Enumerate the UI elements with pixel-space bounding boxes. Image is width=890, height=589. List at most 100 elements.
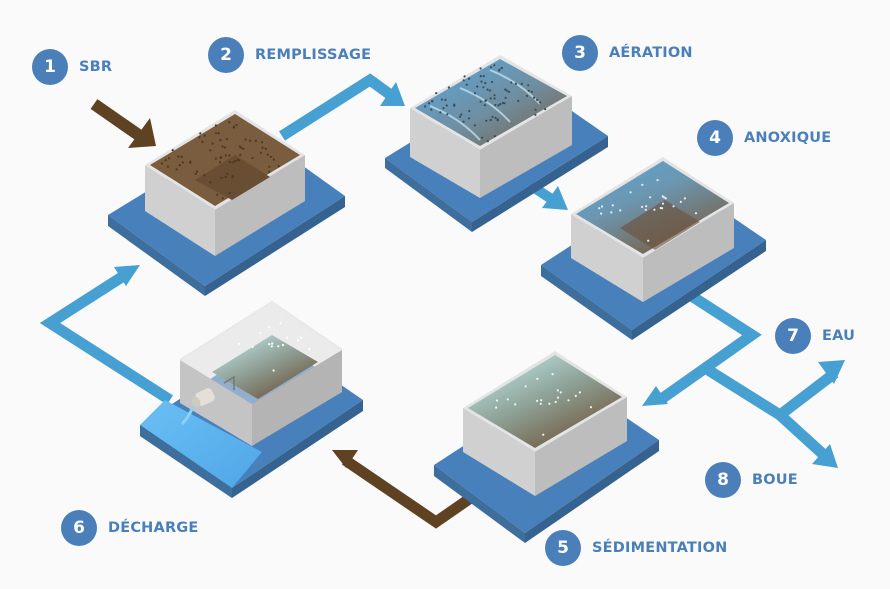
particle [463, 75, 466, 78]
particle [224, 154, 227, 157]
particle [610, 211, 613, 214]
step-7-text: EAU [822, 328, 856, 344]
particle [177, 155, 180, 158]
particle [445, 104, 448, 107]
particle [219, 156, 223, 159]
particle [254, 139, 257, 142]
particle [600, 212, 603, 215]
particle [527, 84, 530, 87]
particle [272, 369, 275, 372]
particle [308, 348, 311, 351]
particle [279, 322, 282, 325]
particle [598, 207, 601, 210]
particle [611, 204, 614, 207]
particle [503, 102, 506, 105]
particle [489, 118, 492, 122]
particle [201, 140, 204, 143]
anoxic-tank [541, 157, 766, 340]
step-4-text: ANOXIQUE [744, 130, 832, 146]
particle [504, 88, 507, 91]
particle [238, 145, 241, 148]
particle [482, 86, 485, 89]
particle [493, 64, 496, 67]
particle [235, 123, 238, 127]
particle [442, 107, 445, 110]
particle [517, 99, 520, 103]
step-8-text: BOUE [752, 472, 798, 488]
particle [473, 124, 476, 127]
particle [181, 161, 184, 164]
fill-arrow [279, 73, 405, 141]
particle [194, 172, 197, 175]
particle [489, 66, 493, 69]
step-3-label: 3 AÉRATION [562, 35, 693, 71]
particle [484, 82, 487, 85]
particle [268, 165, 271, 168]
step-1-label: 1 SBR [32, 49, 112, 85]
particle [534, 113, 537, 116]
particle [500, 66, 503, 70]
sedimentation-tank [434, 351, 659, 543]
particle [536, 98, 539, 101]
particle [234, 160, 237, 163]
particle [167, 157, 171, 160]
particle [504, 96, 507, 99]
particle [264, 147, 267, 150]
particle [672, 205, 675, 208]
particle [272, 158, 275, 161]
discharge-particles [237, 322, 311, 372]
particle [505, 89, 508, 92]
particle [228, 192, 231, 195]
particle [237, 342, 241, 345]
particle [427, 102, 431, 105]
particle [679, 200, 682, 203]
particle [251, 156, 254, 160]
particle [214, 157, 217, 160]
particle [214, 132, 218, 135]
sludge-return-arrow [332, 450, 476, 529]
particle [493, 94, 496, 97]
particle [268, 326, 271, 329]
particle [270, 345, 273, 348]
particle [259, 151, 263, 154]
step-6-badge: 6 [61, 510, 97, 546]
particle [199, 132, 202, 135]
particle [556, 389, 559, 392]
particle [281, 343, 285, 347]
particle [242, 147, 245, 150]
particle [225, 137, 228, 141]
particle [244, 138, 247, 141]
particle [481, 136, 484, 139]
particle [551, 373, 554, 376]
particle [644, 208, 647, 211]
particle [160, 162, 163, 165]
particle [211, 142, 214, 145]
particle [629, 191, 632, 194]
particle [219, 161, 222, 164]
step-5-label: 5 SÉDIMENTATION [545, 530, 727, 566]
particle [476, 85, 479, 88]
discharge-tank [140, 300, 363, 498]
particle [473, 92, 477, 95]
particle [649, 196, 652, 199]
step-2-text: REMPLISSAGE [255, 47, 372, 63]
particle [619, 209, 622, 212]
step-3-text: AÉRATION [609, 45, 693, 61]
aeration-particles [424, 64, 547, 143]
step-8-label: 8 BOUE [705, 462, 798, 498]
particle [453, 103, 456, 106]
particle [479, 67, 482, 70]
particle [233, 125, 236, 128]
particle [491, 115, 494, 118]
particle [209, 149, 212, 152]
step-6-label: 6 DÉCHARGE [61, 510, 199, 546]
particle [507, 90, 511, 93]
particle [297, 339, 300, 342]
particle [485, 119, 488, 122]
sbr-tank [108, 110, 345, 296]
particle [236, 158, 239, 162]
particle [266, 153, 269, 156]
particle [424, 105, 427, 108]
discharge-pool [140, 400, 262, 488]
